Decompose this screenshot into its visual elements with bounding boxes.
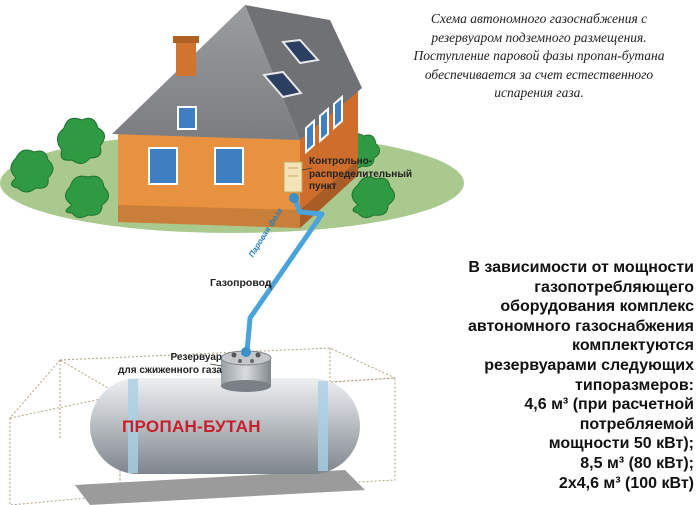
house-foundation: [118, 205, 300, 228]
tank-label: ПРОПАН-БУТАН: [122, 417, 261, 436]
info-line: типоразмеров:: [575, 376, 694, 394]
skylight: [262, 70, 303, 99]
info-line: мощности 50 кВт);: [548, 435, 694, 453]
pipe-joint: [289, 193, 299, 203]
info-line: потребляемой: [579, 415, 694, 433]
house-roof: [112, 5, 300, 140]
info-line: 8,5 м³ (80 кВт);: [580, 454, 694, 472]
info-line: оборудования комплекс: [500, 298, 694, 316]
info-line: В зависимости от мощности: [468, 259, 694, 276]
control-point-label: Контрольно- распределительный пункт: [309, 156, 412, 194]
pipeline-leader: [265, 281, 273, 291]
chimney-top: [173, 36, 199, 43]
caption-line: обеспечивается за счет естественного: [424, 66, 654, 82]
caption-line: резервуаром подземного размещения.: [431, 29, 647, 45]
info-line: газопотребляющего: [534, 278, 694, 296]
scheme-caption: Схема автономного газоснабжения с резерв…: [388, 10, 690, 103]
gas-tank: [90, 378, 360, 474]
tank-sizes-info: В зависимости от мощности газопотребляющ…: [400, 258, 694, 493]
house-roof-side: [245, 5, 362, 140]
tank-manhole: [220, 347, 272, 392]
label-line: для сжиженного газа: [118, 364, 222, 376]
chimney: [176, 40, 196, 76]
reservoir-leader: [209, 363, 223, 367]
reservoir-label: Резервуар для сжиженного газа: [112, 352, 222, 377]
control-point-box: [283, 161, 303, 193]
caption-line: Схема автономного газоснабжения с: [430, 11, 648, 26]
caption-line: Поступление паровой фазы пропан-бутана: [413, 48, 665, 63]
info-line: комплектуются: [572, 337, 694, 355]
tank-base: [75, 470, 365, 505]
pipeline-label: Газопровод: [210, 277, 272, 289]
gas-pipeline: [244, 197, 325, 353]
info-line: резервуарами следующих: [484, 356, 694, 374]
house-windows: [148, 94, 343, 185]
control-point-leader: [301, 167, 313, 171]
label-line: Резервуар: [170, 352, 223, 363]
skylight: [281, 38, 320, 65]
label-line: распределительный: [309, 168, 413, 180]
label-line: Контрольно-: [309, 156, 373, 167]
house-side-wall: [300, 90, 358, 228]
label-line: пункт: [309, 181, 337, 192]
info-line: 4,6 м³ (при расчетной: [524, 396, 694, 414]
caption-line: испарения газа.: [494, 85, 584, 100]
info-line: 2х4,6 м³ (100 кВт): [558, 474, 694, 492]
info-line: автономного газоснабжения: [468, 317, 694, 335]
